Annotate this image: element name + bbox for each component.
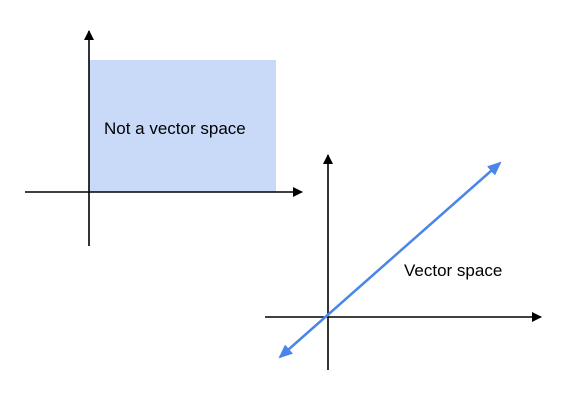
- subspace-line: [278, 161, 502, 359]
- vector-space-label: Vector space: [404, 261, 502, 280]
- non-vector-space-diagram: Not a vector space: [25, 30, 303, 246]
- vector-space-diagram: Vector space: [265, 154, 542, 370]
- not-vector-space-label: Not a vector space: [104, 119, 246, 138]
- quadrant-region: [89, 60, 276, 192]
